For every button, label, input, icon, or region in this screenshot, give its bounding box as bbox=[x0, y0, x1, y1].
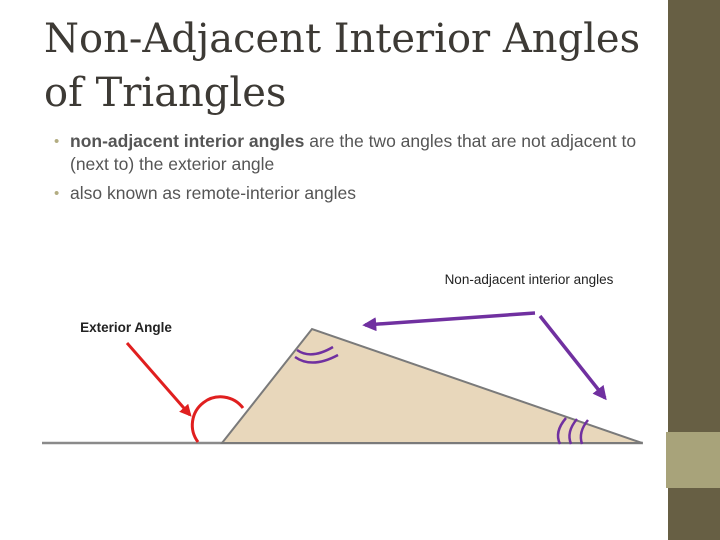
triangle bbox=[219, 327, 643, 444]
bullet-list: • non-adjacent interior angles are the t… bbox=[54, 130, 646, 211]
top-angle-arrow bbox=[362, 311, 536, 332]
sidebar-accent-band bbox=[666, 432, 720, 488]
slide-title-line1: Non-Adjacent Interior Angles bbox=[44, 16, 641, 62]
bullet-dot: • bbox=[54, 133, 60, 150]
slide-title-line2: of Triangles bbox=[44, 70, 287, 116]
top-angle-arc-inner bbox=[296, 345, 334, 356]
bullet-dot: • bbox=[54, 185, 60, 202]
bullet-bold-term: non-adjacent interior angles bbox=[70, 131, 305, 151]
exterior-angle-arrow bbox=[125, 342, 192, 417]
top-angle-arc-outer bbox=[294, 353, 339, 364]
exterior-angle-label: Exterior Angle bbox=[80, 320, 172, 335]
nonadjacent-angles-label: Non-adjacent interior angles bbox=[444, 272, 614, 287]
right-angle-arrow bbox=[538, 314, 607, 401]
bullet-text: also known as remote-interior angles bbox=[70, 183, 356, 203]
sidebar-divider bbox=[666, 0, 668, 540]
right-angle-arc-2 bbox=[568, 418, 578, 445]
bullet-item: • non-adjacent interior angles are the t… bbox=[54, 130, 646, 176]
slide-title: Non-Adjacent Interior Angles of Triangle… bbox=[44, 12, 654, 120]
bullet-item: • also known as remote-interior angles bbox=[54, 182, 646, 205]
bullet-text: are the two angles that are not adjacent… bbox=[70, 131, 637, 174]
slide-sidebar bbox=[666, 0, 720, 540]
right-angle-arc-3 bbox=[556, 417, 567, 445]
right-angle-arc-1 bbox=[579, 419, 589, 445]
exterior-angle-arc bbox=[190, 395, 245, 443]
